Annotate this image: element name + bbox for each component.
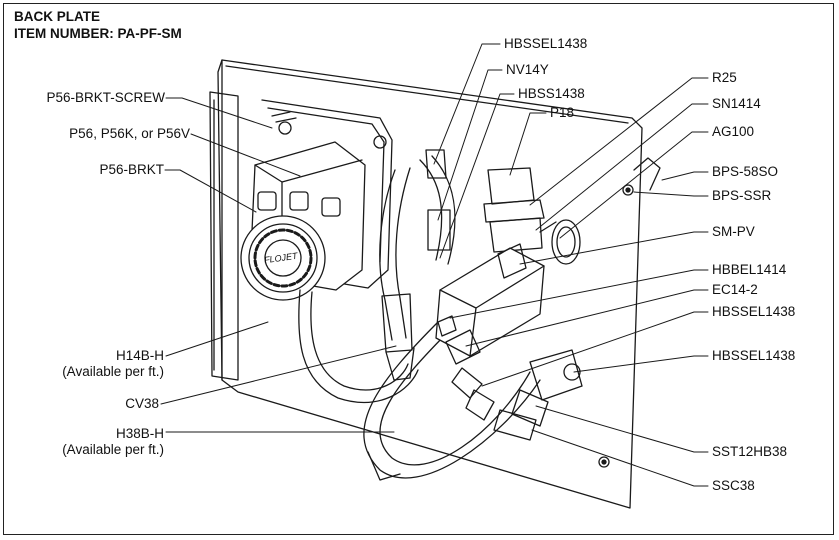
label-h14b-h: H14B-H xyxy=(115,348,164,363)
leader-r25 xyxy=(529,77,709,206)
label-p18: P18 xyxy=(550,105,575,120)
leader-p56-options xyxy=(190,133,301,177)
heading-item-number: ITEM NUMBER: PA-PF-SM xyxy=(14,26,182,41)
heading-title: BACK PLATE xyxy=(14,9,100,24)
leader-cv38 xyxy=(160,345,397,405)
leader-bps-ssr xyxy=(633,191,709,197)
label-bps-58so: BPS-58SO xyxy=(712,164,779,179)
leader-p18 xyxy=(509,112,547,176)
label-p56-brkt: P56-BRKT xyxy=(99,162,164,177)
label-sst12hb38: SST12HB38 xyxy=(712,444,788,459)
label-hbbel1414: HBBEL1414 xyxy=(712,262,787,277)
pump-bracket xyxy=(261,99,393,289)
label-p56-options: P56, P56K, or P56V xyxy=(69,126,190,141)
filter-housing xyxy=(483,167,545,253)
label-hbssel1438-low: HBSSEL1438 xyxy=(712,348,796,363)
leader-sst12hb38 xyxy=(535,405,709,453)
fittings xyxy=(437,315,583,441)
label-ec14-2: EC14-2 xyxy=(712,282,758,297)
leader-hbssel1438-low xyxy=(573,355,709,373)
valve-block xyxy=(435,243,545,357)
label-hbssel1438-mid: HBSSEL1438 xyxy=(712,304,796,319)
label-h14b-h-note: (Available per ft.) xyxy=(62,364,164,379)
hose-upper xyxy=(419,149,456,265)
leader-hbssel1438-top xyxy=(433,43,501,165)
leader-hbss1438 xyxy=(439,93,515,259)
leader-ssc38 xyxy=(531,429,709,487)
label-cv38: CV38 xyxy=(125,396,159,411)
leader-p56-brkt xyxy=(164,169,257,213)
label-h38b-h: H38B-H xyxy=(115,426,164,441)
label-hbssel1438-top: HBSSEL1438 xyxy=(504,36,588,51)
leader-sm-pv xyxy=(519,231,709,265)
pressure-gauge xyxy=(539,219,581,265)
label-ssc38: SSC38 xyxy=(712,478,755,493)
leader-h14b-h xyxy=(165,321,269,357)
label-p56-brkt-screw: P56-BRKT-SCREW xyxy=(46,90,165,105)
pump-motor-cap xyxy=(240,215,326,301)
label-r25: R25 xyxy=(712,70,737,85)
diagram-heading: BACK PLATE ITEM NUMBER: PA-PF-SM xyxy=(14,8,182,42)
label-sm-pv: SM-PV xyxy=(712,224,755,239)
label-bps-ssr: BPS-SSR xyxy=(712,188,772,203)
leader-bps-58so xyxy=(661,171,709,181)
leader-nv14y xyxy=(437,69,503,221)
leader-sn1414 xyxy=(535,103,709,231)
label-ag100: AG100 xyxy=(712,124,755,139)
leader-ag100 xyxy=(559,131,709,239)
leader-hbbel1414 xyxy=(449,269,709,319)
leader-hbssel1438-mid xyxy=(481,311,709,387)
figure-border xyxy=(3,3,834,535)
hose-loop xyxy=(363,319,541,481)
label-h38b-h-note: (Available per ft.) xyxy=(62,442,164,457)
label-nv14y: NV14Y xyxy=(506,62,549,77)
label-sn1414: SN1414 xyxy=(712,96,761,111)
leader-p56-brkt-screw xyxy=(165,97,273,129)
label-hbss1438: HBSS1438 xyxy=(518,86,585,101)
back-plate xyxy=(209,59,661,509)
leader-lines xyxy=(160,43,709,487)
leader-ec14-2 xyxy=(465,289,709,347)
